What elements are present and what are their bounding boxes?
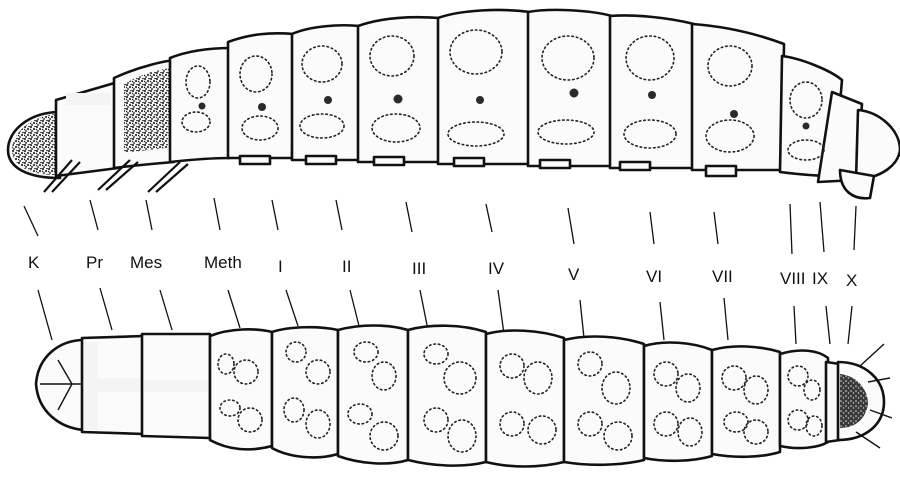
label-VI: VI — [646, 267, 662, 286]
label-IV: IV — [488, 259, 505, 278]
label-VII: VII — [712, 267, 733, 286]
segment-II-lateral — [292, 25, 360, 160]
label-I: I — [278, 257, 283, 276]
prothorax-light-band — [66, 93, 110, 105]
segment-VII-dorsal — [712, 346, 780, 456]
segment-X-lateral — [856, 110, 900, 180]
label-K: K — [28, 253, 40, 272]
metathorax-dorsal — [210, 329, 272, 449]
label-X: X — [846, 271, 857, 290]
label-VIII: VIII — [780, 269, 806, 288]
prothorax-dorsal-band — [96, 378, 142, 392]
anal-proleg — [840, 170, 874, 198]
segment-VI-dorsal — [644, 343, 712, 461]
segment-II-dorsal — [338, 326, 408, 464]
label-V: V — [568, 265, 580, 284]
label-III: III — [412, 259, 426, 278]
segment-III-lateral — [358, 17, 440, 162]
mesothorax-dorsal-band — [144, 380, 208, 392]
label-IX: IX — [812, 269, 828, 288]
label-Mes: Mes — [130, 253, 162, 272]
mesothorax-stipple — [124, 68, 170, 152]
larva-dorsal-view — [36, 326, 892, 467]
larva-lateral-view — [8, 10, 900, 198]
segment-IV-dorsal — [486, 331, 564, 467]
segment-V-lateral — [528, 10, 612, 166]
segment-V-dorsal — [564, 337, 644, 465]
segment-labels: K Pr Mes Meth I II III IV V VI VII VIII … — [28, 253, 857, 290]
head-dorsal — [36, 340, 84, 430]
prothorax-dorsal-stripe — [84, 342, 98, 430]
label-Meth: Meth — [204, 253, 242, 272]
label-Pr: Pr — [86, 253, 103, 272]
label-II: II — [342, 257, 351, 276]
segment-VII-lateral — [692, 24, 784, 170]
abdominal-segments-dorsal — [210, 326, 892, 467]
segment-IV-lateral — [438, 10, 530, 164]
segment-I-dorsal — [272, 327, 338, 457]
segment-VIII-dorsal — [780, 351, 828, 449]
